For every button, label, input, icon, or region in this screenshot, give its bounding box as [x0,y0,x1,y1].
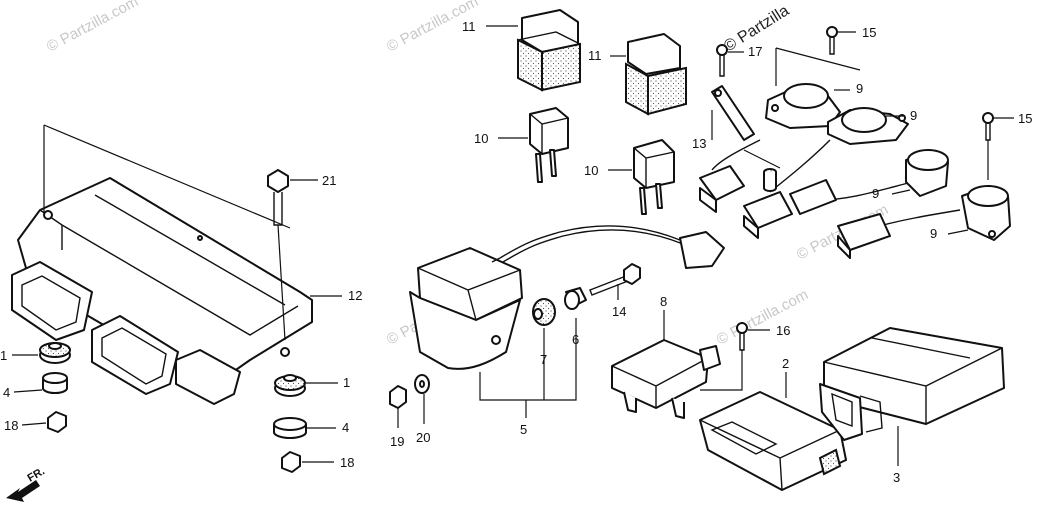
callout-13: 13 [692,136,706,151]
part-bracket-13[interactable] [711,85,755,141]
watermark-text: © Partzilla.com [714,286,811,348]
callout-12: 12 [348,288,362,303]
part-washer-20[interactable] [414,374,430,424]
callout-5: 5 [520,422,527,437]
part-bolt-14[interactable] [589,263,641,300]
front-direction-arrow: FR. [6,465,47,502]
callout-19: 19 [390,434,404,449]
callout-2: 2 [782,356,789,371]
callout-21: 21 [322,173,336,188]
part-module-3[interactable] [819,327,1005,466]
callout-8: 8 [660,294,667,309]
part-screw-17[interactable] [716,44,744,77]
part-nut-right[interactable] [281,451,334,473]
direction-label: FR. [26,465,47,484]
part-screw-16[interactable] [700,322,770,391]
callout-14: 14 [612,304,626,319]
callout-10-b: 10 [584,163,598,178]
callout-9-a: 9 [856,81,863,96]
part-collar-left[interactable] [13,372,68,394]
callout-11-b: 11 [588,48,602,63]
callout-15-a: 15 [862,25,876,40]
part-sensor-harness[interactable] [699,47,1011,259]
callout-9-d: 9 [930,226,937,241]
callout-4-left: 4 [3,385,10,400]
part-nut-19[interactable] [389,385,407,428]
callout-18-right: 18 [340,455,354,470]
part-collar-6[interactable] [564,287,587,310]
part-cover-2[interactable] [699,372,847,491]
callout-1-right: 1 [343,375,350,390]
part-relay-11a[interactable] [486,9,581,92]
callout-15-b: 15 [1018,111,1032,126]
callout-9-b: 9 [910,108,917,123]
part-relay-10a[interactable] [498,107,569,183]
callout-1-left: 1 [0,348,7,363]
watermark-text: © Partzilla.com [44,0,141,56]
part-grommet-left[interactable] [12,342,71,364]
part-relay-11b[interactable] [610,33,687,116]
part-collar-right[interactable] [273,417,336,439]
part-nut-left[interactable] [21,411,67,433]
part-grommet-7[interactable] [532,298,556,400]
callout-3: 3 [893,470,900,485]
callout-7: 7 [540,352,547,367]
callout-18-left: 18 [4,418,18,433]
part-ecu-module[interactable] [11,124,342,405]
callout-6: 6 [572,332,579,347]
callout-20: 20 [416,430,430,445]
part-screw-15b[interactable] [982,112,1014,180]
callout-9-c: 9 [872,186,879,201]
part-ignition-unit-5[interactable] [409,225,725,418]
part-relay-10b[interactable] [608,139,675,215]
callout-10-a: 10 [474,131,488,146]
callout-11-a: 11 [462,19,476,34]
part-screw-15a[interactable] [826,26,856,55]
callout-4-right: 4 [342,420,349,435]
part-unit-8[interactable] [611,310,721,419]
callout-17: 17 [748,44,762,59]
part-grommet-right[interactable] [274,374,338,397]
part-bolt-21[interactable] [267,169,318,341]
callout-16: 16 [776,323,790,338]
